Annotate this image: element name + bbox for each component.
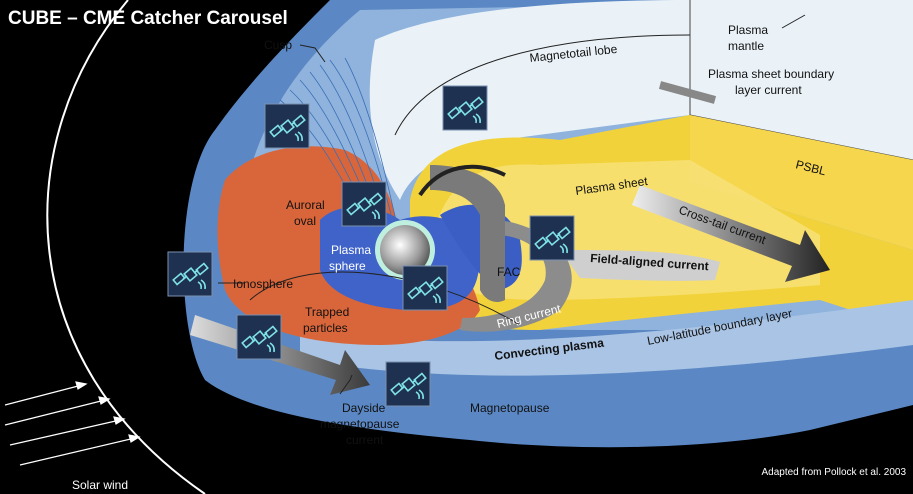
label-dayside-mp-current-1: Dayside — [342, 401, 386, 415]
satellite-icon — [167, 251, 213, 297]
fac-loop-arrow — [418, 164, 506, 197]
satellite-icon — [341, 181, 387, 227]
label-auroral-oval-2: oval — [294, 214, 316, 228]
psbl-wall — [690, 115, 913, 250]
magnetotail-lobe-region — [369, 0, 913, 200]
earth — [380, 225, 430, 275]
label-psbl-current-2: layer current — [735, 83, 802, 97]
magnetotail-lobe-curve — [394, 34, 691, 136]
label-psbl-current-1: Plasma sheet boundary — [708, 67, 834, 81]
label-dayside-mp-current-3: current — [346, 433, 384, 447]
label-trapped-particles-1: Trapped — [305, 305, 349, 319]
convection-curve — [249, 271, 521, 326]
label-plasma-mantle-1: Plasma — [728, 23, 768, 37]
label-trapped-particles-2: particles — [303, 321, 348, 335]
satellite-icon — [442, 85, 488, 131]
leader-lines — [218, 14, 806, 395]
psbl-current-arrow — [658, 81, 717, 104]
label-plasmasphere-2: sphere — [329, 259, 366, 273]
label-fac: FAC — [497, 265, 521, 279]
satellite-icon — [529, 215, 575, 261]
satellite-icon — [402, 265, 448, 311]
credit-text: Adapted from Pollock et al. 2003 — [761, 467, 906, 478]
llbl-band — [300, 300, 913, 376]
satellite-icon — [264, 103, 310, 149]
page-title: CUBE – CME Catcher Carousel — [8, 8, 288, 29]
label-magnetopause: Magnetopause — [470, 401, 550, 415]
satellite-icon — [385, 361, 431, 407]
plasma-sheet-inner — [430, 160, 820, 300]
cross-tail-current-arrow — [632, 185, 830, 282]
label-cusp: Cusp — [264, 38, 292, 52]
field-aligned-current-arrow — [560, 250, 720, 281]
bow-shock-line — [46, 0, 206, 494]
satellite-icon — [236, 314, 282, 360]
label-plasmasphere-1: Plasma — [331, 243, 371, 257]
label-auroral-oval-1: Auroral — [286, 198, 325, 212]
fac-arrow — [430, 165, 505, 302]
label-solar-wind: Solar wind — [72, 478, 128, 492]
solar-wind-arrows — [4, 381, 141, 466]
label-dayside-mp-current-2: magnetopause — [320, 417, 400, 431]
label-ionosphere: Ionosphere — [233, 277, 293, 291]
label-plasma-mantle-2: mantle — [728, 39, 764, 53]
